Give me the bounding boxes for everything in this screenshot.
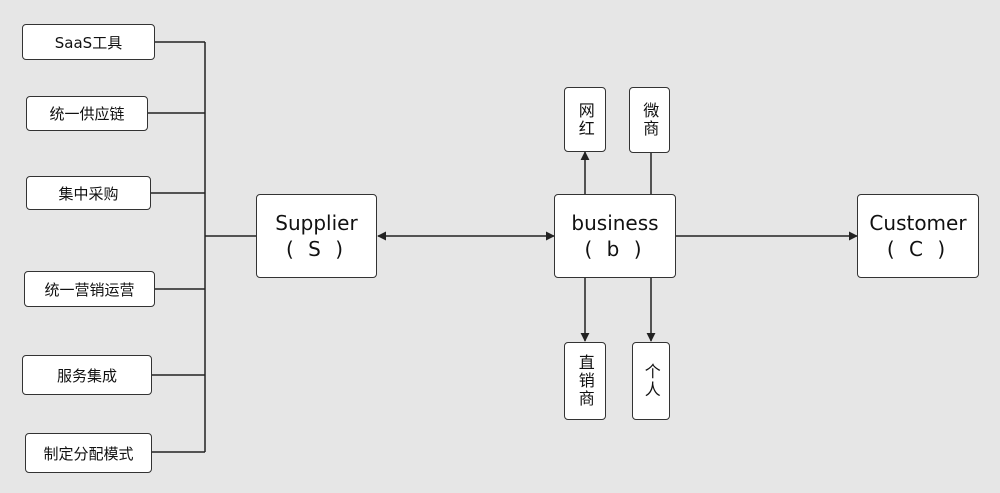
feature-box-label: 统一营销运营 (44, 280, 135, 299)
feature-box-label: 制定分配模式 (43, 444, 134, 463)
node-customer-sub: ( C ) (886, 237, 950, 261)
node-business-sub: ( b ) (584, 237, 646, 261)
node-supplier-sub: ( S ) (285, 237, 347, 261)
feature-box-service-integration[interactable]: 服务集成 (22, 355, 152, 395)
feature-box-unified-marketing[interactable]: 统一营销运营 (24, 271, 155, 307)
feature-box-allocation-model[interactable]: 制定分配模式 (25, 433, 152, 473)
channel-box-label: 个人 (641, 363, 661, 399)
channel-box-weishang[interactable]: 微商 (629, 87, 670, 153)
channel-box-geren[interactable]: 个人 (632, 342, 670, 420)
node-customer-title: Customer (869, 211, 967, 235)
channel-box-wanghong[interactable]: 网红 (564, 87, 606, 152)
feature-box-central-procurement[interactable]: 集中采购 (26, 176, 151, 210)
node-business[interactable]: business ( b ) (554, 194, 676, 278)
feature-box-saas-tools[interactable]: SaaS工具 (22, 24, 155, 60)
feature-box-label: SaaS工具 (54, 33, 123, 52)
feature-box-unified-supply-chain[interactable]: 统一供应链 (26, 96, 148, 131)
node-supplier[interactable]: Supplier ( S ) (256, 194, 377, 278)
feature-box-label: 服务集成 (56, 366, 117, 385)
channel-box-zhixiaoshang[interactable]: 直销商 (564, 342, 606, 420)
feature-box-label: 集中采购 (58, 184, 119, 203)
node-supplier-title: Supplier (275, 211, 358, 235)
node-customer[interactable]: Customer ( C ) (857, 194, 979, 278)
channel-box-label: 微商 (640, 102, 660, 138)
node-business-title: business (571, 211, 659, 235)
feature-bracket (148, 41, 256, 453)
channel-box-label: 直销商 (575, 354, 595, 408)
feature-box-label: 统一供应链 (49, 105, 125, 123)
channel-box-label: 网红 (575, 101, 595, 138)
